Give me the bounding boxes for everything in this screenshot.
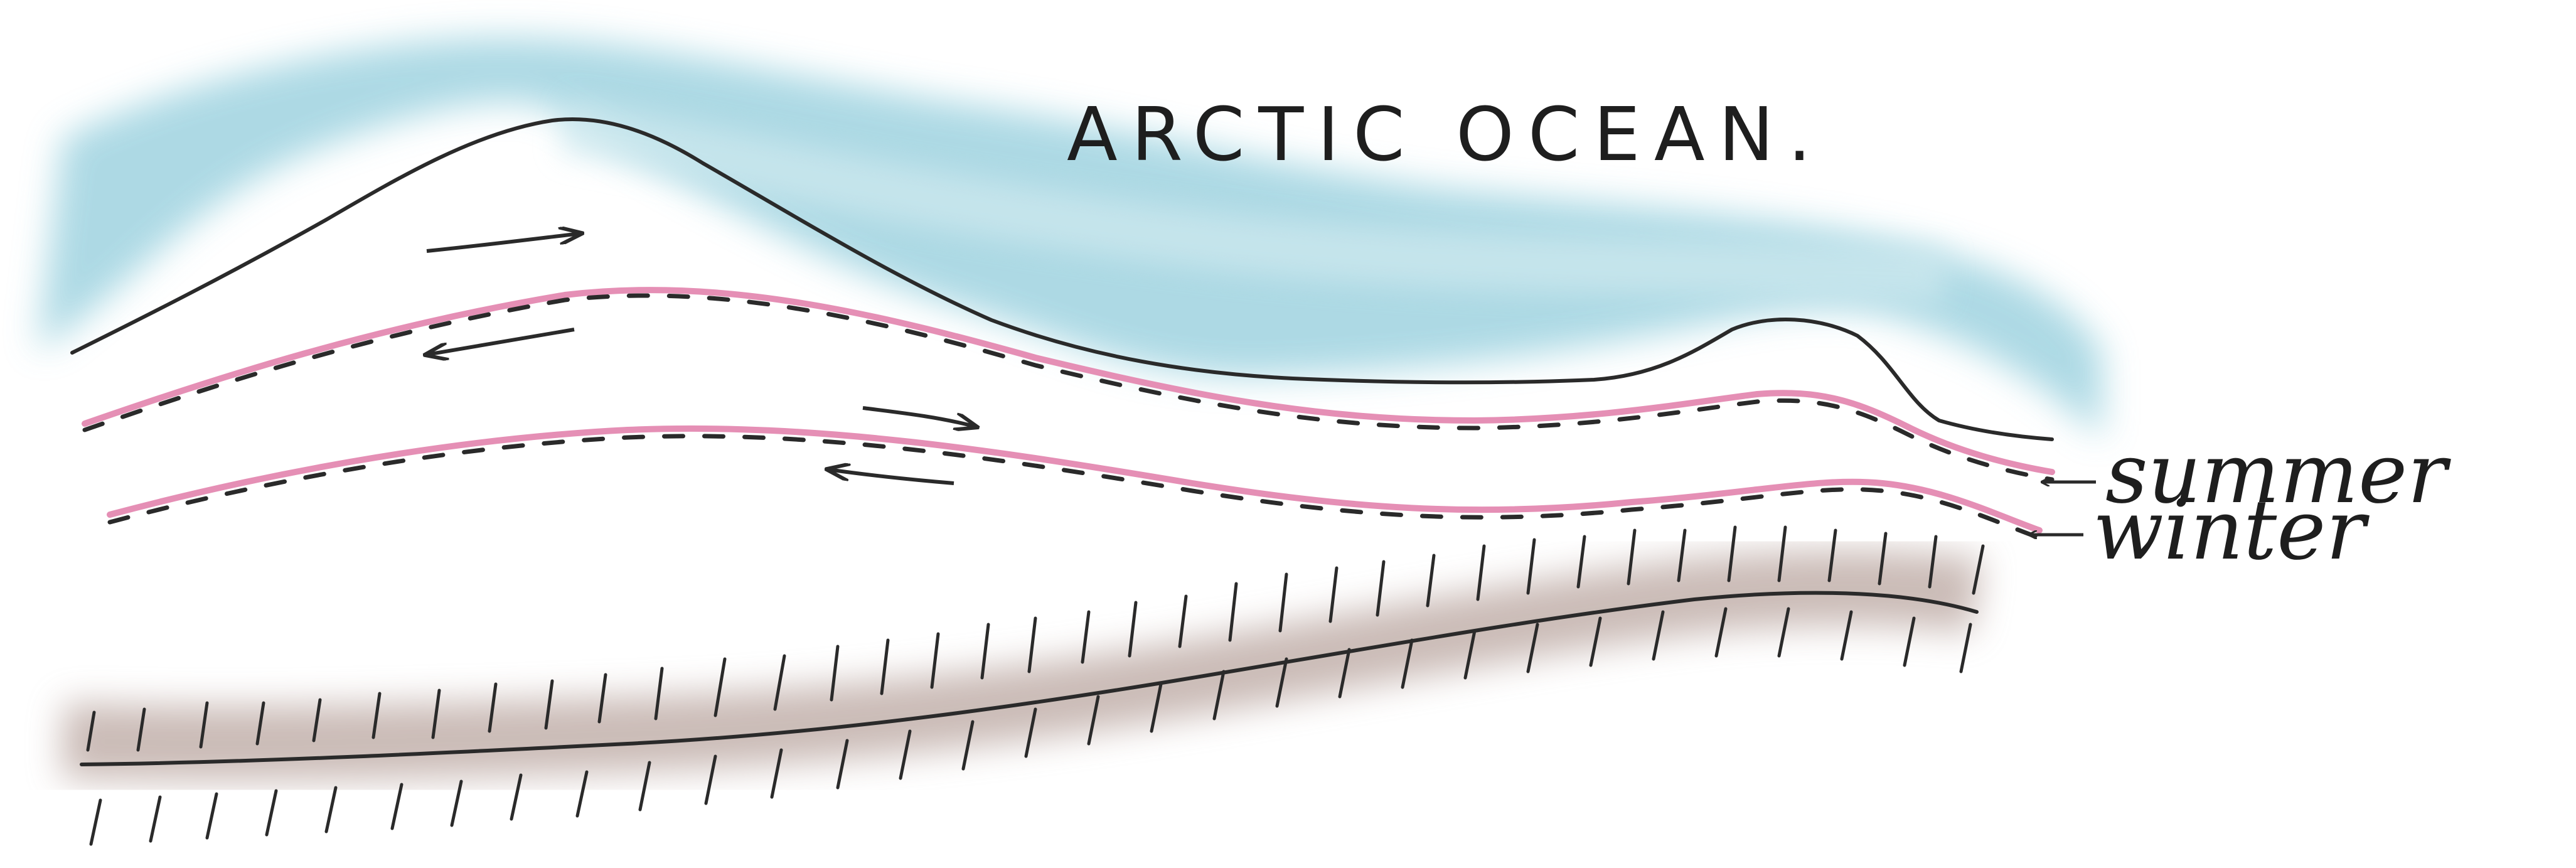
arrow-icon [828,469,954,483]
ground-shading [63,588,1977,743]
arrow-icon [427,330,574,355]
lower-isotherm [110,429,2039,538]
diagram-title: ARCTIC OCEAN. [1067,91,1825,178]
arrow-icon [427,233,580,251]
arrow-icon [863,408,976,427]
winter-label: winter [2093,482,2370,579]
label-pointers [2030,482,2096,535]
